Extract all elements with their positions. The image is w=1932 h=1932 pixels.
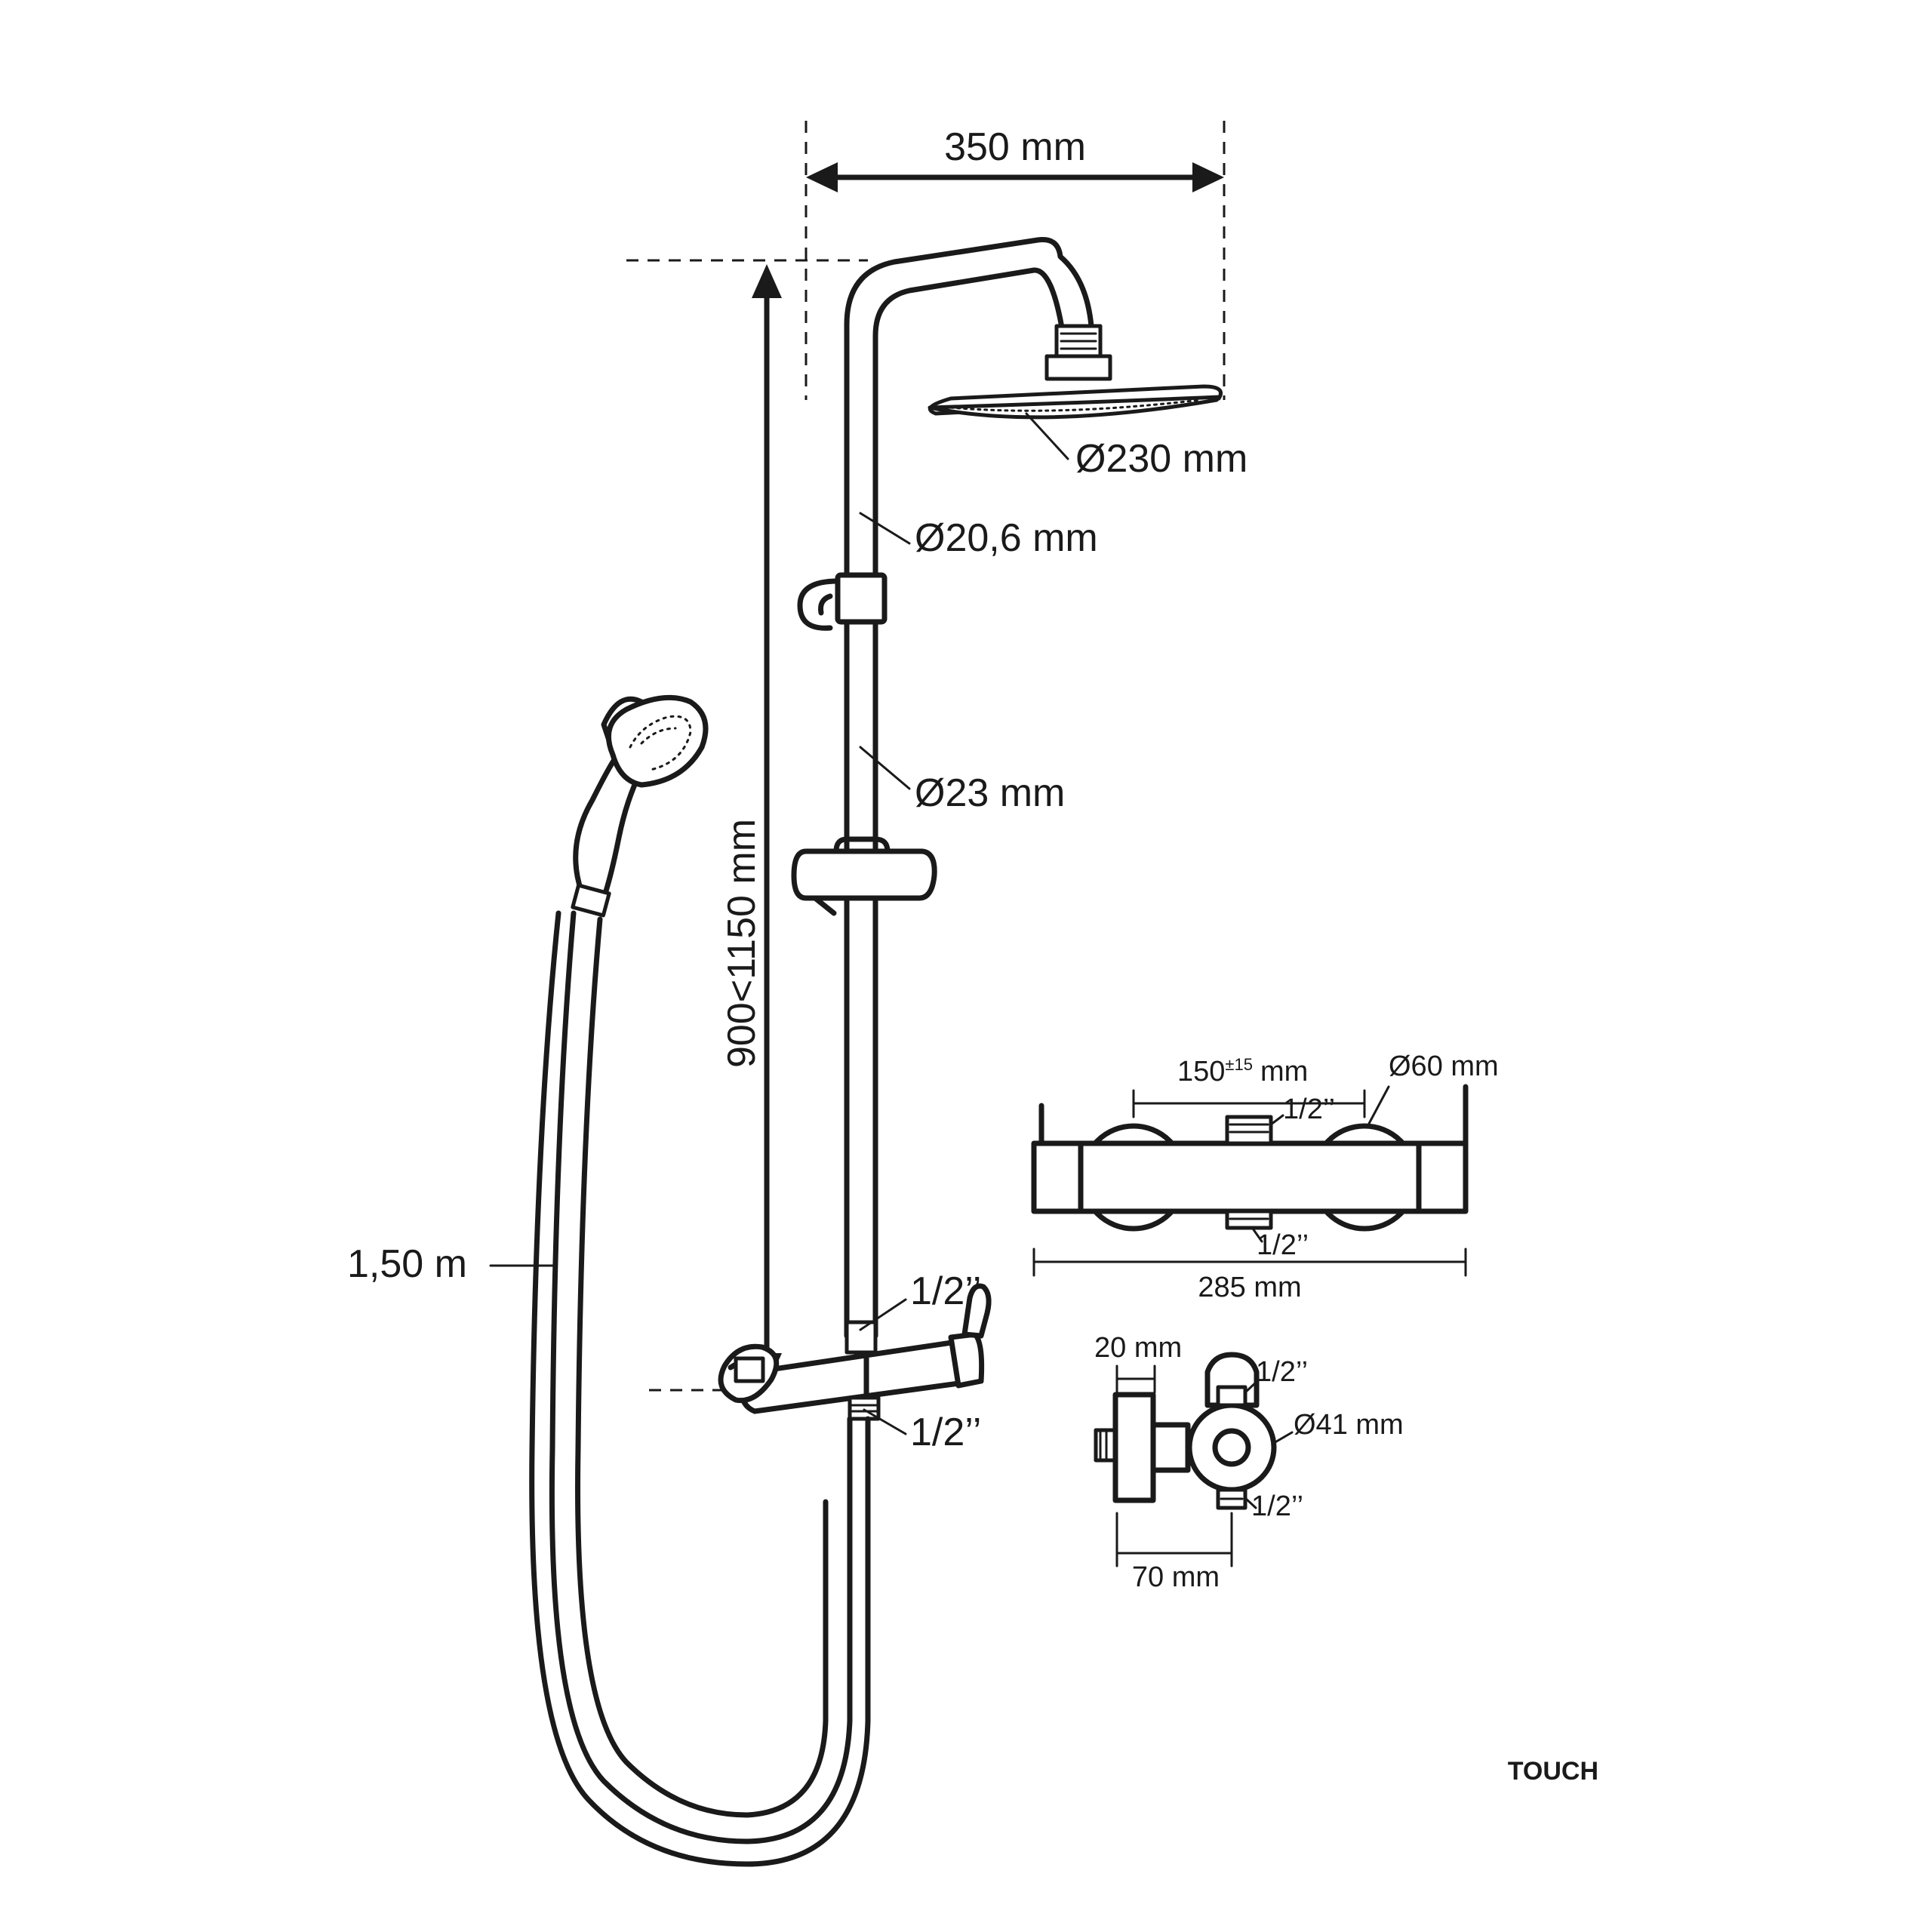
- side-bottom-inlet-label: 1/2’’: [1251, 1491, 1303, 1522]
- head-diameter-label: Ø230 mm: [1075, 437, 1247, 481]
- thermostatic-mixer: [718, 1283, 992, 1421]
- mixer-front-view: [1031, 1084, 1469, 1277]
- valve-top-leader: [859, 1298, 907, 1331]
- side-projection-label: 70 mm: [1132, 1561, 1220, 1593]
- center-tolerance: ±15: [1225, 1055, 1253, 1074]
- front-length-label: 285 mm: [1198, 1272, 1301, 1303]
- overhead-shower-head: [928, 324, 1223, 420]
- labels: 350 mm Ø230 mm Ø20,6 mm Ø23 mm 900<1150 …: [347, 125, 1598, 1786]
- front-bottom-inlet-label: 1/2’’: [1257, 1229, 1309, 1261]
- riser-pipe: [844, 236, 1094, 1339]
- brand-logo: TOUCH: [1508, 1757, 1598, 1786]
- shower-column: [489, 121, 1226, 1867]
- side-top-leader: [1244, 1380, 1259, 1394]
- arm-width-label: 350 mm: [944, 125, 1086, 169]
- head-diameter-leader: [1025, 412, 1069, 460]
- lower-tube-label: Ø23 mm: [915, 771, 1065, 815]
- side-diameter-leader: [1272, 1431, 1294, 1444]
- shower-hose: [529, 910, 871, 1867]
- hand-shower: [571, 694, 709, 918]
- side-diameter-label: Ø41 mm: [1294, 1409, 1404, 1441]
- hose-length-label: 1,50 m: [347, 1242, 467, 1286]
- center-unit: mm: [1260, 1056, 1308, 1088]
- valve-top-label: 1/2’’: [910, 1269, 981, 1313]
- upper-tube-label: Ø20,6 mm: [915, 516, 1098, 560]
- side-bottom-leader: [1244, 1497, 1257, 1509]
- center-distance-value: 150: [1177, 1056, 1225, 1088]
- valve-bottom-label: 1/2’’: [910, 1411, 981, 1454]
- lower-tube-leader: [859, 746, 911, 790]
- slide-holder: [791, 836, 937, 916]
- height-label: 900<1150 mm: [720, 819, 764, 1068]
- upper-tube-leader: [859, 512, 911, 545]
- mixer-side-view: [1094, 1352, 1294, 1567]
- knob-diameter-label: Ø60 mm: [1389, 1051, 1499, 1082]
- hand-shower-holder: [797, 572, 888, 631]
- side-flange-label: 20 mm: [1094, 1332, 1182, 1364]
- front-bottom-leader: [1251, 1227, 1263, 1243]
- side-top-outlet-label: 1/2’’: [1256, 1356, 1308, 1388]
- arm-width-dimension: [804, 121, 1226, 400]
- front-top-outlet-label: 1/2’’: [1283, 1094, 1335, 1125]
- front-top-leader: [1269, 1114, 1284, 1126]
- valve-bottom-leader: [863, 1408, 907, 1435]
- center-distance-label: 150±15 mm: [1177, 1055, 1308, 1088]
